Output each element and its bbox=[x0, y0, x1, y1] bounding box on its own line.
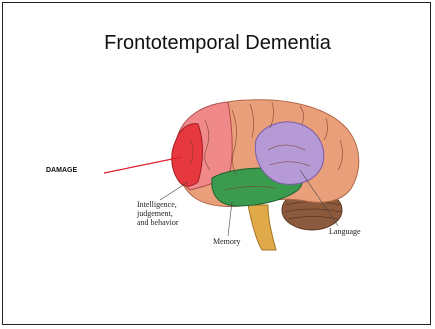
brainstem bbox=[248, 205, 276, 250]
memory-leader bbox=[228, 202, 232, 236]
damage-callout-line bbox=[104, 157, 182, 173]
intelligence-label: Intelligence, judgement, and behavior bbox=[137, 200, 179, 227]
language-label: Language bbox=[329, 227, 361, 236]
memory-label: Memory bbox=[213, 237, 241, 246]
damage-label: DAMAGE bbox=[46, 167, 77, 174]
frontal-damage-region bbox=[172, 124, 203, 187]
intelligence-leader bbox=[160, 182, 188, 200]
